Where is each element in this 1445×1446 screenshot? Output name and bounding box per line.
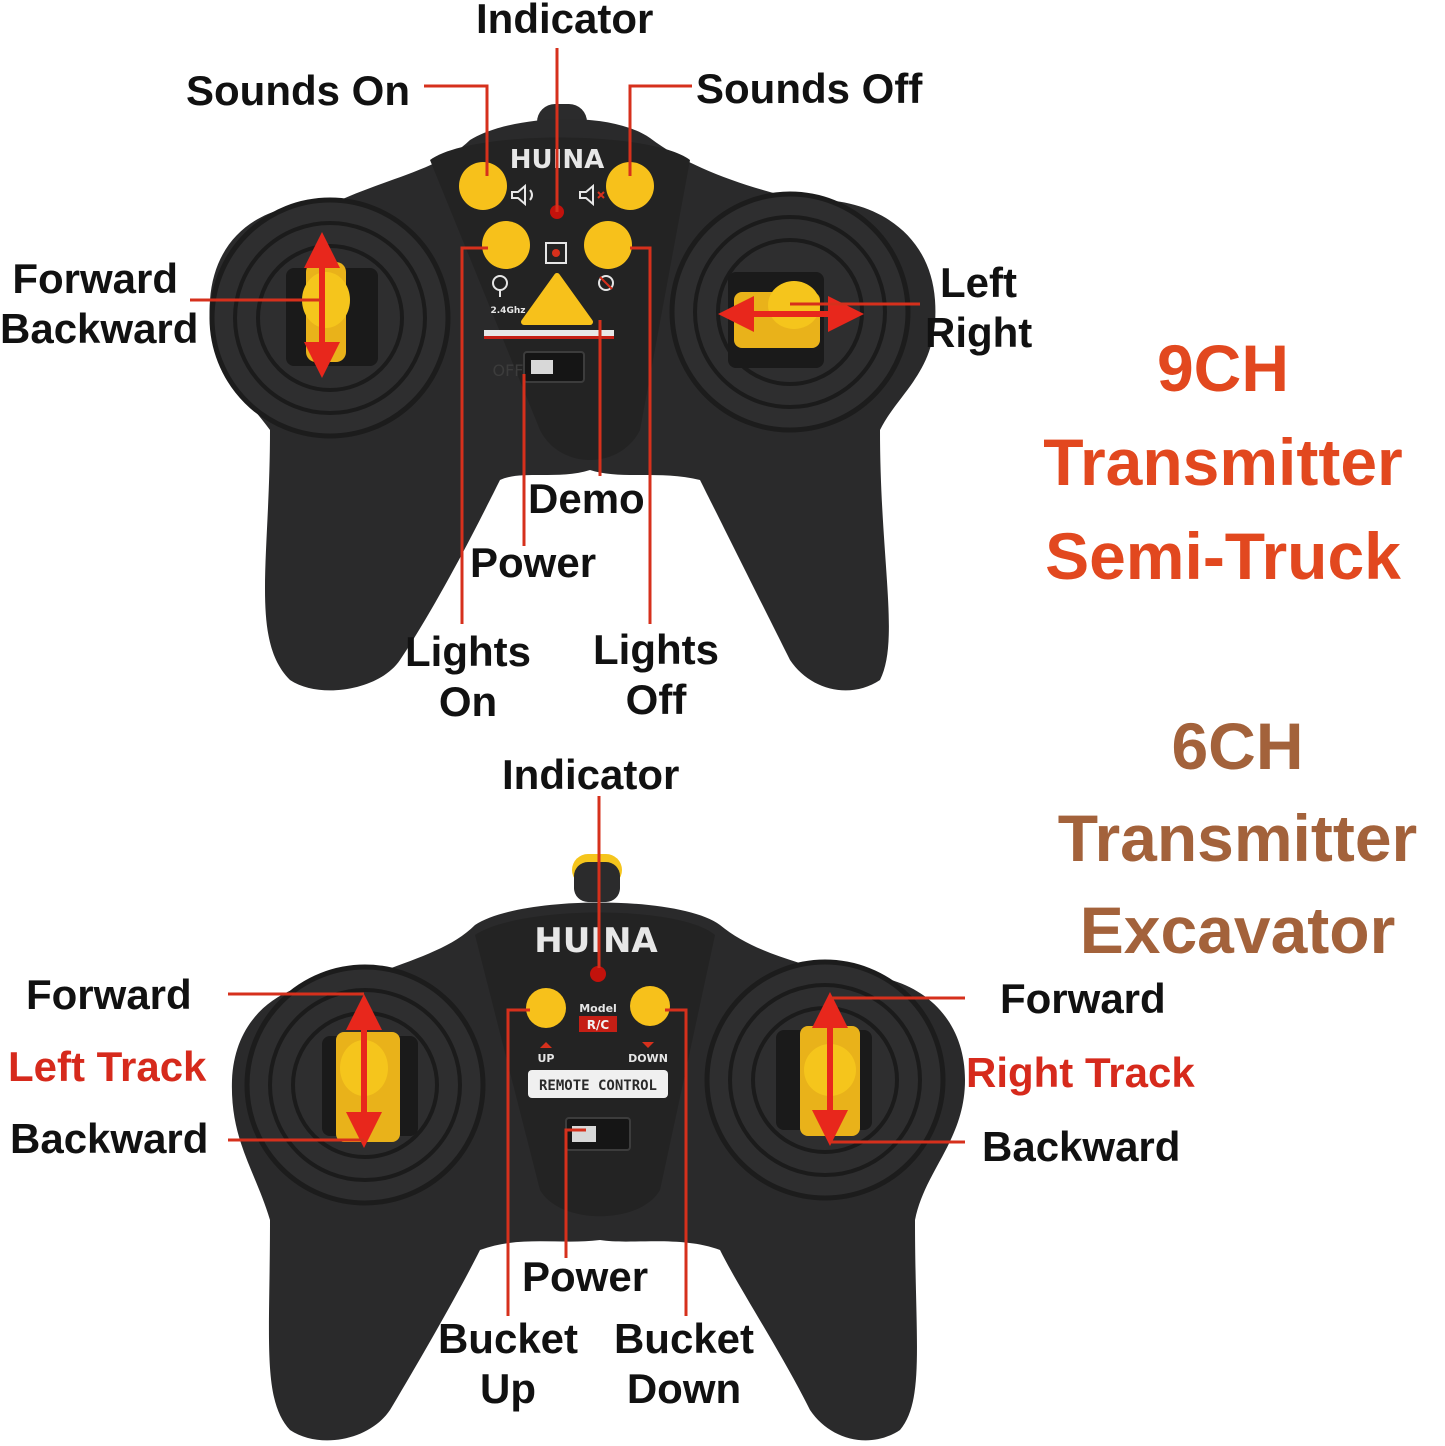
leader-top-sounds-on bbox=[424, 84, 489, 176]
label-bucket-up-line1: Bucket bbox=[437, 1315, 579, 1362]
freq-label: 2.4Ghz bbox=[491, 306, 526, 316]
label-top-power: Power bbox=[470, 539, 597, 586]
top-panel-stripe bbox=[484, 330, 614, 336]
up-label: UP bbox=[538, 1052, 555, 1065]
label-bucket-up-line2: Up bbox=[480, 1365, 536, 1412]
label-left-backward: Backward bbox=[10, 1115, 209, 1162]
badge-rc-box bbox=[579, 1016, 617, 1032]
leader-top-sounds-off bbox=[628, 84, 692, 176]
remote-control-plate-text: REMOTE CONTROL bbox=[539, 1078, 657, 1094]
chip-icon bbox=[545, 242, 567, 264]
top-controller: HUINA 2.4Ghz OFF bbox=[209, 104, 936, 691]
label-bucket-down-line2: Down bbox=[626, 1365, 742, 1412]
bulb-off-icon bbox=[598, 275, 614, 291]
top-demo-button[interactable] bbox=[521, 273, 593, 325]
down-arrow-icon bbox=[642, 1042, 654, 1048]
label-lights-off-line1: Lights bbox=[593, 626, 719, 673]
down-label: DOWN bbox=[628, 1052, 668, 1065]
bottom-bucket-up-button[interactable] bbox=[526, 988, 566, 1028]
badge-rc-text: R/C bbox=[587, 1018, 610, 1032]
top-sounds-off-button[interactable] bbox=[606, 162, 654, 210]
title-6ch-line1: 6CH bbox=[1171, 709, 1304, 783]
leader-lines bbox=[190, 48, 965, 1316]
title-9ch-line2: Transmitter bbox=[1043, 425, 1403, 499]
title-6ch-line2: Transmitter bbox=[1057, 801, 1418, 875]
badge-model-text: Model bbox=[579, 1002, 617, 1015]
label-right-backward: Backward bbox=[982, 1123, 1181, 1170]
top-lights-on-button[interactable] bbox=[482, 221, 530, 269]
label-top-indicator: Indicator bbox=[476, 0, 654, 42]
label-lights-on-line2: On bbox=[438, 678, 498, 725]
bottom-brand-logo: HUINA bbox=[534, 921, 658, 961]
bulb-icon bbox=[492, 275, 508, 297]
leader-top-lights-on bbox=[460, 246, 488, 624]
speaker-on-icon bbox=[511, 183, 533, 207]
label-top-forward: Forward bbox=[12, 255, 178, 302]
label-bottom-indicator: Indicator bbox=[502, 751, 680, 798]
label-demo: Demo bbox=[528, 475, 645, 522]
label-right: Right bbox=[925, 309, 1033, 356]
up-arrow-icon bbox=[540, 1042, 552, 1048]
leader-bottom-power bbox=[564, 1128, 586, 1258]
label-right-track: Right Track bbox=[966, 1049, 1195, 1096]
top-sounds-on-button[interactable] bbox=[459, 162, 507, 210]
bottom-controller: HUINA Model R/C UP DOWN REMOTE CONTROL bbox=[231, 854, 965, 1441]
label-left: Left bbox=[940, 259, 1017, 306]
top-switch-off-text: OFF bbox=[493, 361, 524, 380]
bottom-indicator-led bbox=[590, 966, 606, 982]
top-power-switch[interactable] bbox=[523, 351, 585, 383]
leader-top-lights-off bbox=[630, 246, 652, 624]
top-left-stick bbox=[209, 197, 451, 439]
label-top-backward: Backward bbox=[0, 305, 199, 352]
label-bottom-power: Power bbox=[522, 1253, 649, 1300]
remote-control-plate bbox=[528, 1070, 668, 1098]
bottom-bucket-down-button[interactable] bbox=[630, 986, 670, 1026]
top-right-stick bbox=[669, 191, 911, 433]
label-sounds-off: Sounds Off bbox=[696, 65, 923, 112]
label-lights-on-line1: Lights bbox=[405, 628, 531, 675]
speaker-off-icon bbox=[579, 183, 605, 207]
leader-bottom-bucket-up bbox=[506, 1008, 530, 1316]
label-left-forward: Forward bbox=[26, 971, 192, 1018]
label-lights-off-line2: Off bbox=[625, 676, 687, 723]
label-sounds-on: Sounds On bbox=[186, 67, 410, 114]
title-9ch-line3: Semi-Truck bbox=[1045, 519, 1401, 593]
top-lights-off-button[interactable] bbox=[584, 221, 632, 269]
bottom-left-stick bbox=[244, 964, 486, 1206]
bottom-right-stick bbox=[704, 959, 946, 1201]
bottom-antenna bbox=[574, 862, 620, 902]
title-9ch-line1: 9CH bbox=[1156, 331, 1290, 405]
title-6ch-line3: Excavator bbox=[1079, 893, 1396, 967]
leader-bottom-bucket-down bbox=[665, 1008, 688, 1316]
label-bucket-down-line1: Bucket bbox=[613, 1315, 755, 1362]
label-left-track: Left Track bbox=[8, 1043, 207, 1090]
label-right-forward: Forward bbox=[1000, 975, 1166, 1022]
chip-icon-dot bbox=[552, 249, 560, 257]
